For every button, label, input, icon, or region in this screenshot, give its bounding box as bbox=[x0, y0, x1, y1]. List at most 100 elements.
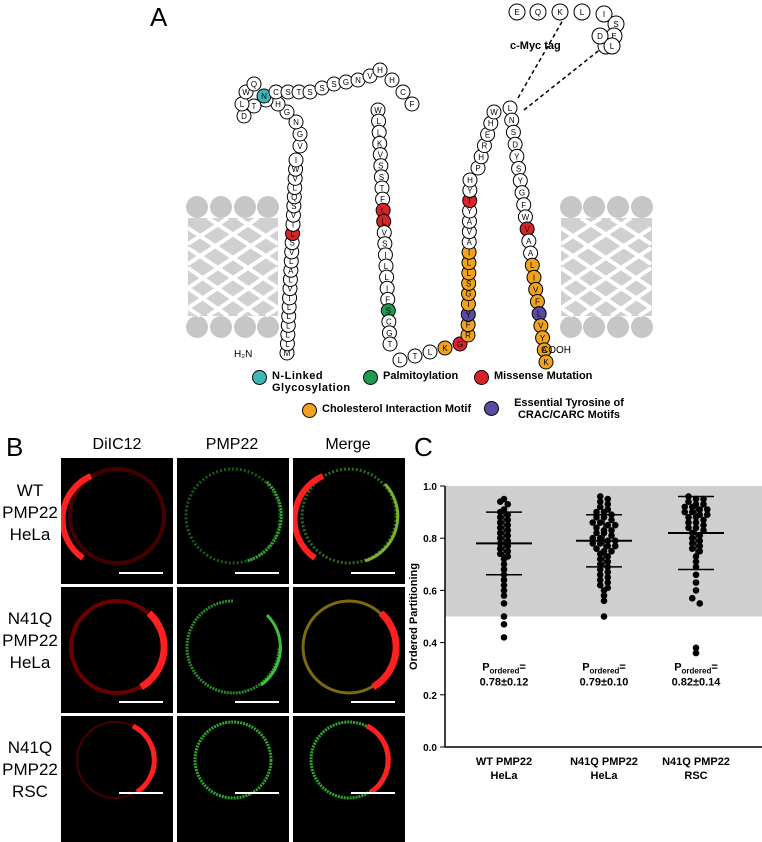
svg-text:D: D bbox=[512, 140, 518, 149]
data-point bbox=[596, 550, 604, 558]
svg-text:L: L bbox=[381, 206, 386, 215]
data-point bbox=[496, 498, 504, 505]
data-point bbox=[500, 592, 508, 599]
svg-text:L: L bbox=[398, 356, 403, 365]
svg-text:N: N bbox=[355, 76, 361, 85]
svg-text:E: E bbox=[514, 8, 519, 17]
data-point bbox=[685, 514, 692, 521]
data-point bbox=[500, 613, 508, 620]
scale-bar bbox=[235, 792, 279, 794]
data-point bbox=[504, 547, 512, 555]
data-point bbox=[608, 516, 615, 524]
svg-text:H: H bbox=[377, 66, 383, 75]
data-point bbox=[688, 508, 696, 516]
tag-residue: L bbox=[603, 37, 621, 55]
svg-text:I: I bbox=[384, 251, 386, 260]
svg-text:C: C bbox=[400, 88, 406, 97]
tyrosine-dot bbox=[484, 401, 499, 416]
svg-text:S: S bbox=[378, 162, 383, 171]
residue: I bbox=[377, 247, 393, 263]
y-tick-label: 0.8 bbox=[423, 534, 437, 545]
scale-bar bbox=[235, 701, 279, 703]
svg-text:I: I bbox=[292, 220, 294, 229]
svg-text:L: L bbox=[377, 128, 382, 137]
data-point bbox=[608, 547, 615, 555]
data-point bbox=[504, 511, 512, 519]
svg-text:H: H bbox=[488, 119, 494, 128]
data-point bbox=[500, 600, 508, 607]
y-tick-label: 0.0 bbox=[423, 743, 437, 754]
residue: T bbox=[407, 348, 423, 364]
legend-missense: Missense Mutation bbox=[474, 370, 592, 385]
svg-text:F: F bbox=[466, 321, 471, 330]
svg-text:L: L bbox=[580, 8, 585, 17]
svg-text:A: A bbox=[467, 217, 473, 226]
data-point bbox=[703, 511, 711, 519]
residue: H bbox=[372, 62, 388, 78]
svg-text:L: L bbox=[428, 348, 433, 357]
residue: D bbox=[507, 136, 523, 152]
residue: P bbox=[470, 160, 486, 176]
svg-text:R: R bbox=[482, 142, 488, 151]
svg-text:W: W bbox=[490, 108, 498, 117]
svg-text:I: I bbox=[468, 248, 470, 257]
y-tick-label: 0.4 bbox=[423, 639, 437, 650]
data-point bbox=[688, 545, 696, 552]
data-point bbox=[496, 524, 504, 532]
svg-text:V: V bbox=[289, 248, 295, 257]
svg-text:Q: Q bbox=[291, 193, 297, 202]
svg-text:H: H bbox=[389, 76, 395, 85]
svg-text:S: S bbox=[331, 80, 336, 89]
column-header-dilc12: DiIC12 bbox=[92, 436, 142, 453]
data-point bbox=[604, 500, 612, 508]
residue: D bbox=[236, 108, 252, 124]
svg-text:L: L bbox=[240, 100, 245, 109]
residue: I bbox=[461, 244, 477, 260]
data-point bbox=[685, 519, 692, 526]
svg-text:W: W bbox=[242, 88, 250, 97]
data-point bbox=[700, 500, 707, 508]
residue: L bbox=[378, 258, 394, 274]
data-point bbox=[703, 506, 711, 513]
svg-text:L: L bbox=[610, 42, 615, 51]
svg-text:S: S bbox=[319, 84, 324, 93]
svg-text:N: N bbox=[261, 92, 267, 101]
row-label-n41q-hela: N41Q PMP22 HeLa bbox=[2, 609, 58, 672]
data-point bbox=[600, 508, 608, 516]
data-point bbox=[692, 587, 700, 594]
data-point bbox=[700, 516, 707, 524]
svg-text:F: F bbox=[380, 195, 385, 204]
membrane-right bbox=[560, 196, 653, 338]
svg-text:S: S bbox=[285, 88, 290, 97]
data-point bbox=[608, 527, 615, 534]
panel-b-label: B bbox=[6, 432, 24, 462]
svg-text:Q: Q bbox=[535, 8, 541, 17]
svg-text:N: N bbox=[293, 118, 299, 127]
data-point bbox=[696, 547, 704, 555]
pmp22-topology-diagram: MLLLLLIVLALVSLIVSQLVWIVGNGHATDLWQNCSTSSS… bbox=[186, 3, 653, 370]
residue: I bbox=[288, 152, 304, 168]
svg-text:G: G bbox=[519, 189, 525, 198]
svg-text:G: G bbox=[297, 130, 303, 139]
scale-bar bbox=[119, 701, 163, 703]
data-point bbox=[496, 550, 504, 558]
scale-bar bbox=[119, 572, 163, 574]
residue: G bbox=[514, 185, 530, 201]
svg-text:S: S bbox=[386, 307, 391, 316]
svg-text:I: I bbox=[386, 284, 388, 293]
svg-text:A: A bbox=[526, 237, 532, 246]
svg-text:G: G bbox=[284, 108, 290, 117]
svg-text:Y: Y bbox=[518, 177, 524, 186]
residue: A bbox=[521, 233, 537, 249]
svg-text:L: L bbox=[381, 217, 386, 226]
data-point bbox=[604, 579, 612, 586]
data-point bbox=[504, 516, 512, 524]
svg-text:E: E bbox=[485, 130, 490, 139]
column-header-pmp22: PMP22 bbox=[205, 436, 259, 453]
legend-tyrosine: Essential Tyrosine of CRAC/CARC Motifs bbox=[484, 397, 634, 421]
svg-text:A: A bbox=[288, 266, 294, 275]
data-point bbox=[593, 545, 600, 552]
micrograph-n41q-hela-merge bbox=[293, 587, 405, 713]
data-point bbox=[596, 571, 604, 579]
data-point bbox=[688, 594, 696, 602]
